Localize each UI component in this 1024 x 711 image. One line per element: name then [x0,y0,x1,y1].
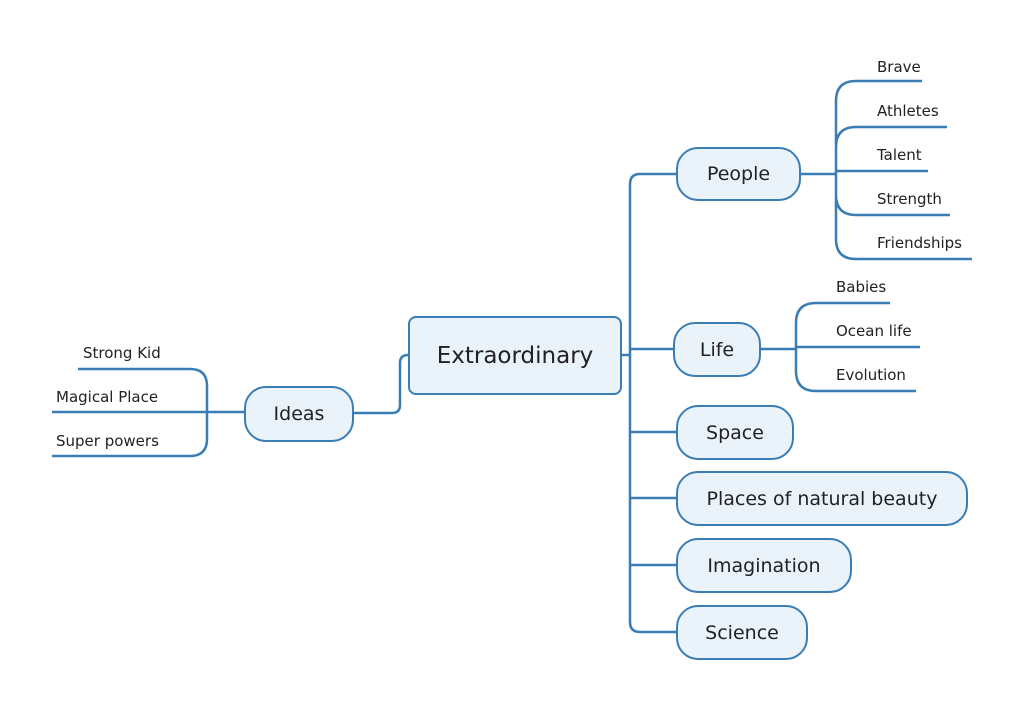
topic-label: Places of natural beauty [706,487,938,510]
leaf-athletes[interactable]: Athletes [877,102,939,120]
leaf-magical-place[interactable]: Magical Place [56,388,159,406]
connector-life-leaves [760,301,920,393]
topic-label: People [706,163,771,185]
leaf-strength[interactable]: Strength [877,190,942,208]
topic-label: Space [706,421,764,444]
connector-trunk [621,172,676,634]
leaf-strong-kid[interactable]: Strong Kid [83,344,161,362]
topic-label: Life [699,338,735,361]
topic-label: Imagination [707,554,821,577]
connector-people-leaves [800,79,972,261]
topic-places-of-natural-beauty[interactable]: Places of natural beauty [676,471,968,526]
topic-label: Ideas [273,403,325,425]
topic-space[interactable]: Space [676,405,794,460]
leaf-ocean-life[interactable]: Ocean life [836,322,912,340]
topic-people[interactable]: People [676,147,801,201]
leaf-brave[interactable]: Brave [877,58,921,76]
leaf-evolution[interactable]: Evolution [836,366,906,384]
topic-imagination[interactable]: Imagination [676,538,852,593]
leaf-friendships[interactable]: Friendships [877,234,962,252]
leaf-super-powers[interactable]: Super powers [56,432,159,450]
topic-life[interactable]: Life [673,322,761,377]
topic-label: Science [705,621,779,644]
central-topic-label: Extraordinary [436,342,594,369]
leaf-babies[interactable]: Babies [836,278,887,296]
leaf-talent[interactable]: Talent [877,146,922,164]
connector-ideas-leaves [52,367,244,458]
topic-science[interactable]: Science [676,605,808,660]
central-topic[interactable]: Extraordinary [408,316,622,395]
connector-central-ideas [353,353,409,415]
topic-ideas[interactable]: Ideas [244,386,354,442]
